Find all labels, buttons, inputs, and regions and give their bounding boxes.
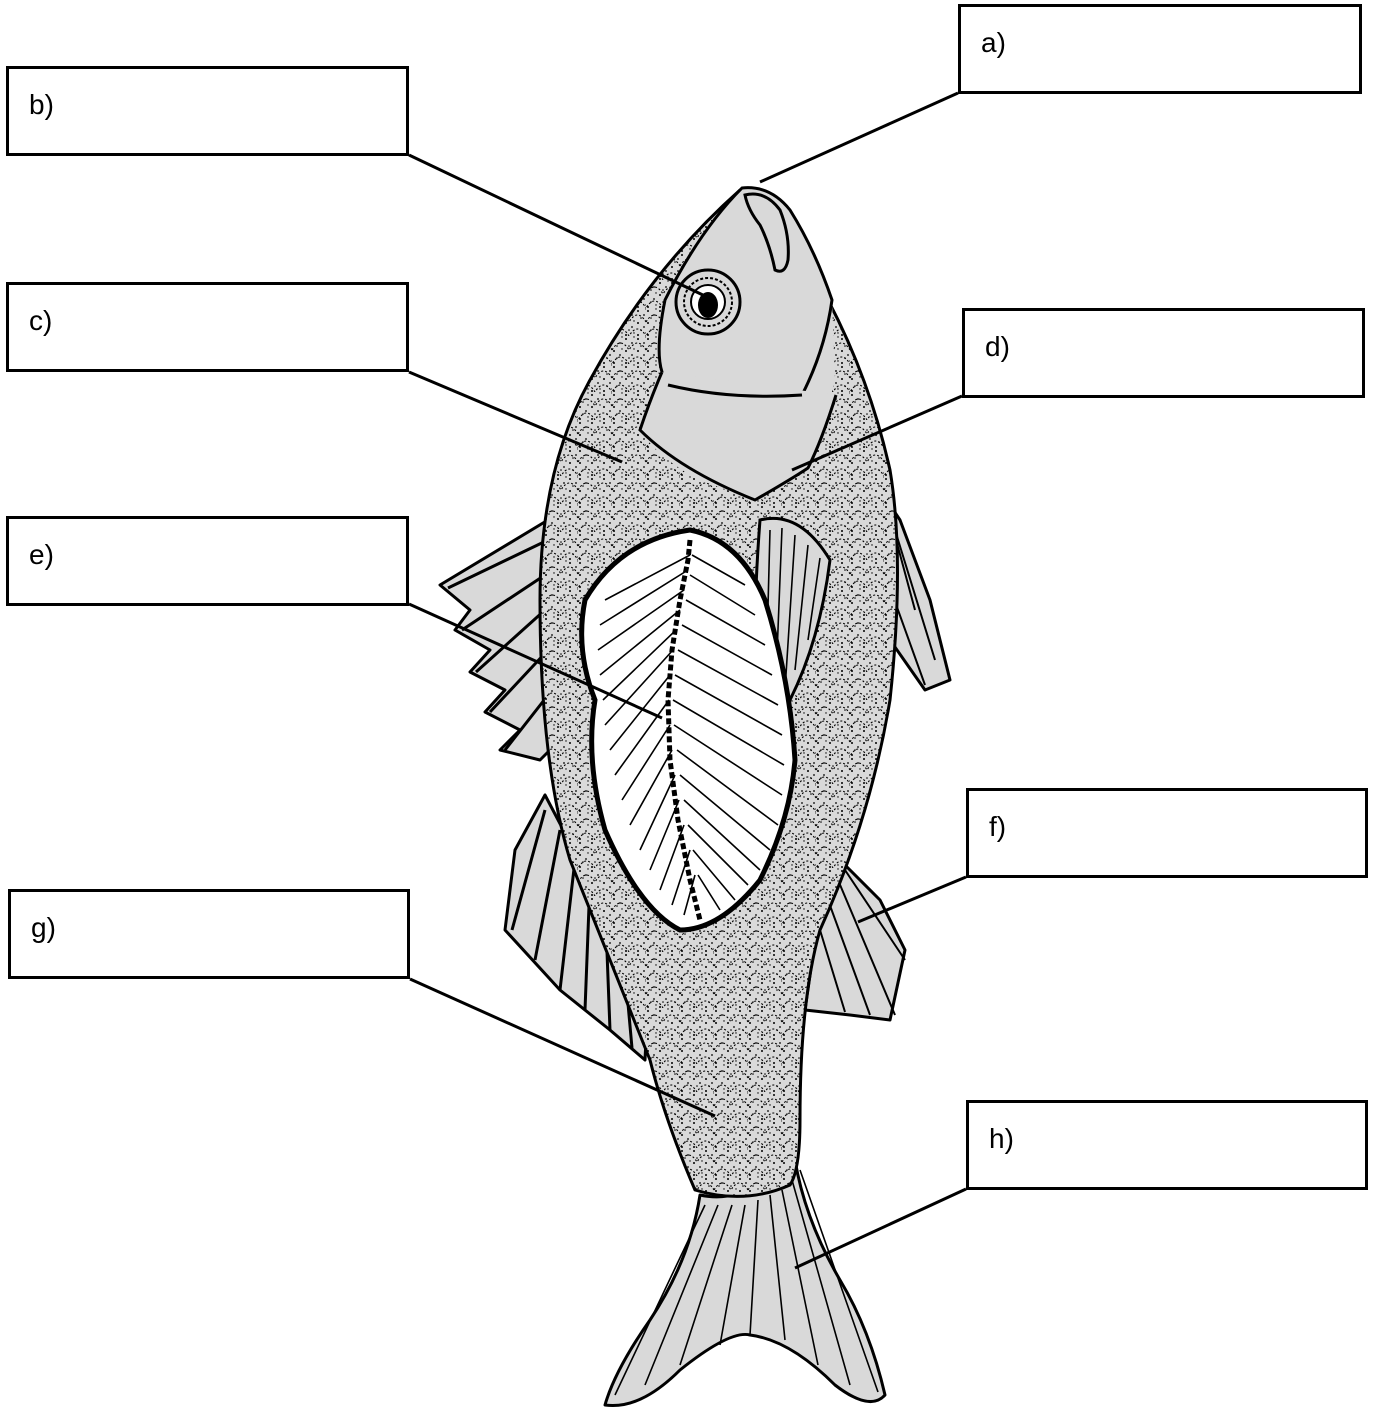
- leader-line-a: [760, 93, 958, 182]
- label-box-d[interactable]: d): [962, 308, 1365, 398]
- label-box-e[interactable]: e): [6, 516, 409, 606]
- label-b: b): [29, 91, 54, 119]
- label-box-a[interactable]: a): [958, 4, 1362, 94]
- leader-line-b: [409, 155, 705, 296]
- label-box-h[interactable]: h): [966, 1100, 1368, 1190]
- label-box-c[interactable]: c): [6, 282, 409, 372]
- label-box-b[interactable]: b): [6, 66, 409, 156]
- eye: [676, 270, 740, 334]
- label-g: g): [31, 914, 56, 942]
- label-h: h): [989, 1125, 1014, 1153]
- label-d: d): [985, 333, 1010, 361]
- head: [640, 188, 836, 500]
- label-f: f): [989, 813, 1006, 841]
- label-box-g[interactable]: g): [8, 889, 410, 979]
- label-box-f[interactable]: f): [966, 788, 1368, 878]
- label-a: a): [981, 29, 1006, 57]
- label-c: c): [29, 307, 52, 335]
- label-e: e): [29, 541, 54, 569]
